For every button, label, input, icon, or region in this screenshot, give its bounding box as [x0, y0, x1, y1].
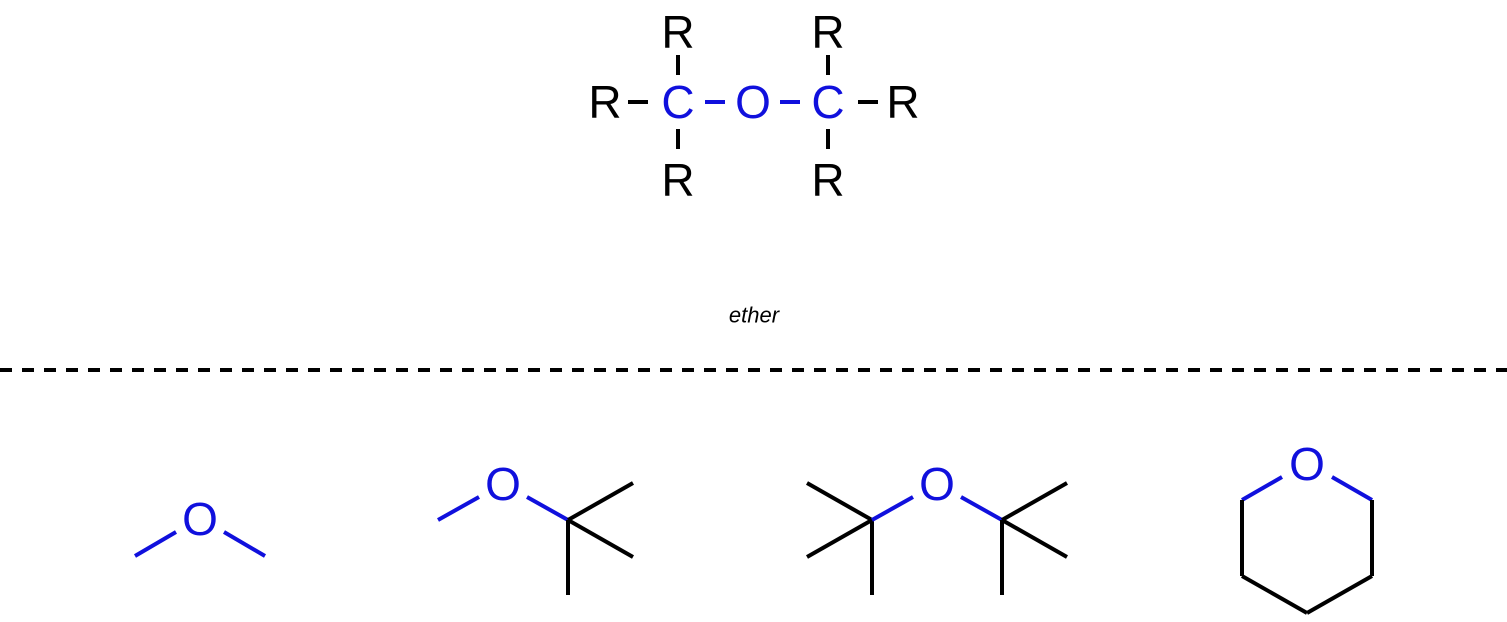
oxygen-label: O	[735, 76, 771, 128]
bond	[567, 481, 634, 522]
tetrahydropyran-structure: O	[1240, 438, 1374, 615]
bond	[526, 495, 569, 522]
bond	[806, 481, 873, 522]
bond	[1331, 475, 1373, 502]
carbon-label-right: C	[811, 76, 844, 128]
di-tert-butyl-ether-structure: O	[806, 458, 1068, 595]
r-label-left: R	[588, 76, 621, 128]
bond	[806, 518, 873, 559]
bond	[1241, 574, 1308, 615]
ether-caption: ether	[729, 303, 781, 328]
bond	[871, 495, 914, 522]
r-label-bottom-left: R	[661, 154, 694, 206]
bond	[437, 495, 480, 522]
bond	[133, 530, 178, 558]
oxygen-label: O	[919, 458, 955, 510]
oxygen-label: O	[182, 493, 218, 545]
bond	[1001, 518, 1068, 559]
r-label-right: R	[886, 76, 919, 128]
general-ether-structure: R R C O C R R R R	[588, 6, 919, 206]
oxygen-label: O	[485, 458, 521, 510]
r-label-top-right: R	[811, 6, 844, 58]
bond	[1241, 475, 1283, 502]
bond	[567, 518, 634, 559]
bond	[1001, 481, 1068, 522]
bond	[1306, 574, 1373, 615]
bond	[960, 495, 1003, 522]
dimethyl-ether-structure: O	[133, 493, 267, 558]
carbon-label-left: C	[661, 76, 694, 128]
mtbe-structure: O	[437, 458, 634, 595]
bond	[222, 530, 267, 558]
oxygen-label: O	[1289, 438, 1325, 490]
r-label-top-left: R	[661, 6, 694, 58]
r-label-bottom-right: R	[811, 154, 844, 206]
